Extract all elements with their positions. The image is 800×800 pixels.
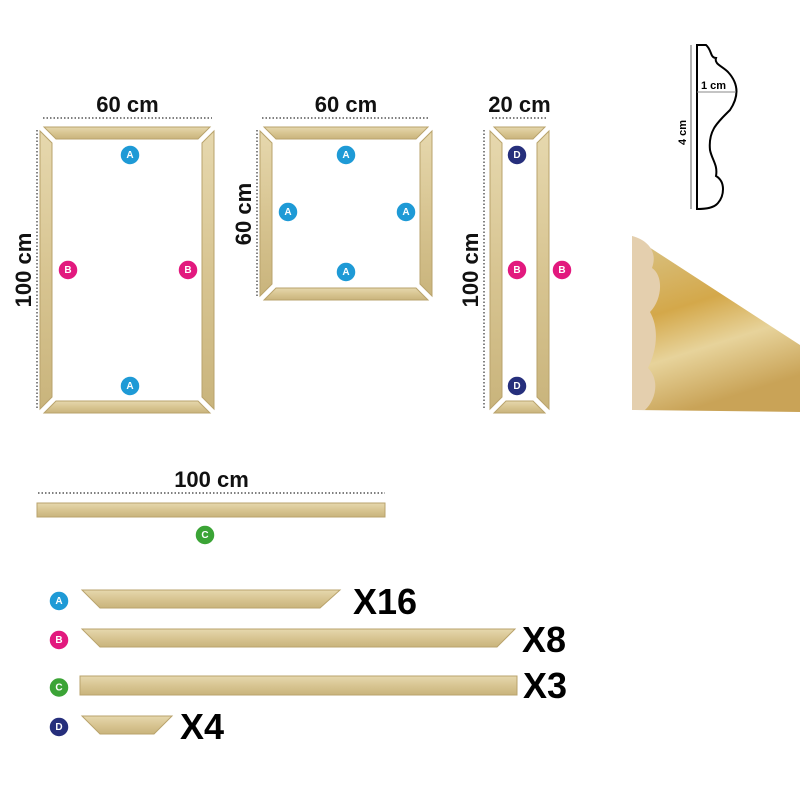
quantity-label: X8 [522, 619, 566, 660]
frame-bar-top [42, 126, 212, 140]
badge-letter: A [284, 207, 291, 218]
legend-piece-d [80, 715, 174, 735]
frame-bar-bottom [492, 400, 547, 414]
frame1-width-label: 60 cm [96, 92, 158, 117]
badge-letter: B [55, 635, 62, 646]
quantity-label: X4 [180, 706, 224, 747]
bar-c-length-label: 100 cm [174, 467, 249, 492]
badge-d: D [506, 375, 528, 397]
badge-a: A [119, 375, 141, 397]
badge-a: A [335, 261, 357, 283]
quantity-label: X3 [523, 665, 567, 706]
badge-letter: A [126, 381, 133, 392]
badge-letter: B [558, 265, 565, 276]
badge-letter: B [513, 265, 520, 276]
molding-end-grain [632, 236, 661, 410]
badge-a: A [119, 144, 141, 166]
badge-b: B [57, 259, 79, 281]
badge-letter: A [55, 596, 62, 607]
profile-outline [696, 44, 738, 211]
badge-b: B [48, 629, 70, 651]
frame-bar-right [419, 129, 433, 298]
badge-a: A [277, 201, 299, 223]
frame-bar-left [39, 129, 53, 411]
bar-c-piece [36, 502, 386, 518]
molding-photo [632, 236, 800, 412]
badge-d: D [506, 144, 528, 166]
frame-bar-top [492, 126, 547, 140]
badge-a: A [395, 201, 417, 223]
quantity-label: X16 [353, 581, 417, 622]
legend-row-c: C X3 [48, 665, 567, 706]
badge-b: B [506, 259, 528, 281]
badge-letter: B [184, 265, 191, 276]
badge-c: C [194, 524, 216, 546]
frame-bar-bottom [42, 400, 212, 414]
frame2-height-label: 60 cm [231, 183, 256, 245]
legend-row-a: A X16 [48, 581, 417, 622]
badge-letter: D [513, 150, 520, 161]
badge-letter: A [402, 207, 409, 218]
legend-piece-c [79, 675, 518, 696]
badge-letter: D [55, 722, 62, 733]
badge-letter: D [513, 381, 520, 392]
frame2-width-label: 60 cm [315, 92, 377, 117]
frame3-height-label: 100 cm [458, 233, 483, 308]
profile-cross-section: 1 cm 4 cm [677, 44, 738, 211]
badge-letter: B [64, 265, 71, 276]
legend-row-d: D X4 [48, 706, 224, 747]
frame3-width-label: 20 cm [488, 92, 550, 117]
badge-d: D [48, 716, 70, 738]
legend-piece-b [80, 628, 517, 648]
legend-row-b: B X8 [48, 619, 566, 660]
legend-piece-a [80, 589, 342, 609]
frame-bar-top [262, 126, 430, 140]
badge-b: B [551, 259, 573, 281]
frame-bar-left [259, 129, 273, 298]
frame-bar-right [201, 129, 215, 411]
badge-a: A [48, 590, 70, 612]
badge-letter: C [201, 530, 208, 541]
badge-letter: A [342, 150, 349, 161]
frame-60x60 [259, 126, 433, 301]
frame-20x100 [489, 126, 550, 414]
badge-c: C [48, 676, 70, 699]
badge-b: B [177, 259, 199, 281]
frame-bar-right [536, 129, 550, 411]
profile-depth-label: 1 cm [701, 80, 726, 92]
frame-60x100 [39, 126, 215, 414]
frame-bar-left [489, 129, 503, 411]
bar-c [36, 502, 386, 518]
frame1-height-label: 100 cm [11, 233, 36, 308]
badge-letter: C [55, 683, 62, 694]
badge-letter: A [126, 150, 133, 161]
badge-letter: A [342, 267, 349, 278]
frame-bar-bottom [262, 287, 430, 301]
badge-a: A [335, 144, 357, 166]
profile-height-label: 4 cm [677, 120, 689, 145]
